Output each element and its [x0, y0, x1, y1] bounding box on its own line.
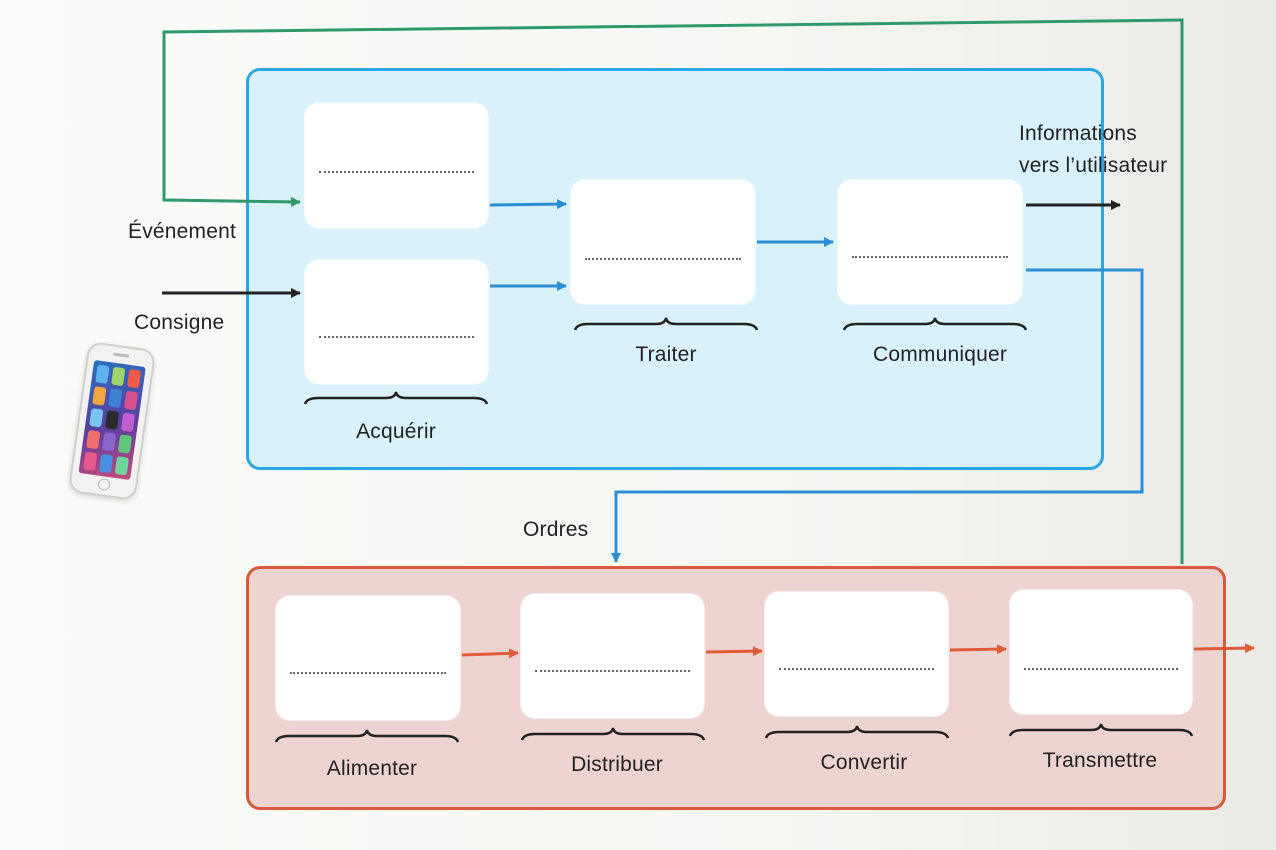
acquire-event-box[interactable] [305, 103, 488, 228]
supply-box[interactable] [276, 596, 460, 720]
communicate-box[interactable] [838, 180, 1022, 304]
answer-blank-line [779, 668, 934, 670]
app-tile [126, 368, 142, 389]
acquire-setpoint-box[interactable] [305, 260, 488, 384]
app-tile [101, 432, 117, 452]
distribute-label: Distribuer [571, 753, 663, 776]
distribute-to-convert-arrow [705, 646, 763, 657]
setpoint-input-label: Consigne [134, 311, 225, 334]
orders-label: Ordres [523, 518, 589, 541]
user-info-label-line2: vers l’utilisateur [1019, 154, 1168, 177]
transmit-box[interactable] [1010, 590, 1192, 714]
orders-line [611, 268, 1144, 563]
answer-blank-line [852, 256, 1008, 258]
app-tile [108, 388, 123, 408]
supply-label: Alimenter [326, 757, 418, 780]
app-tile [92, 386, 107, 406]
answer-blank-line [290, 672, 446, 674]
phone-screen [78, 359, 146, 481]
answer-blank-line [585, 258, 741, 260]
communicate-label: Communiquer [872, 343, 1008, 366]
transmit-brace [1008, 723, 1194, 737]
answer-blank-line [1024, 668, 1178, 670]
distribute-brace [520, 727, 706, 741]
supply-brace [274, 729, 460, 743]
app-tile [120, 412, 136, 432]
app-tile [95, 364, 110, 384]
supply-to-distribute-arrow [461, 648, 519, 659]
answer-blank-line [319, 171, 474, 173]
app-tile [86, 429, 101, 450]
app-tile [104, 410, 120, 430]
acquire-brace [303, 391, 489, 405]
app-tile [114, 456, 130, 476]
event-input-label: Événement [128, 220, 237, 243]
convert-box[interactable] [765, 592, 948, 716]
phone-home-button [97, 477, 111, 492]
convert-brace [764, 725, 950, 739]
answer-blank-line [535, 670, 690, 672]
feedback-loop-line [162, 18, 1184, 564]
convert-to-transmit-arrow [949, 644, 1007, 655]
transmit-output-arrow [1193, 643, 1255, 654]
phone-speaker [113, 352, 130, 358]
app-tile [89, 408, 104, 428]
transmit-label: Transmettre [1042, 749, 1158, 772]
app-tile [123, 390, 139, 411]
process-box[interactable] [571, 180, 755, 304]
acquire-label: Acquérir [356, 420, 436, 443]
convert-label: Convertir [820, 751, 908, 774]
process-brace [573, 317, 759, 331]
answer-blank-line [319, 336, 474, 338]
process-label: Traiter [635, 343, 697, 366]
app-tile [111, 366, 126, 387]
app-tile [117, 434, 133, 454]
app-tile [98, 453, 114, 474]
acquire-to-process-arrow-top [489, 199, 567, 210]
app-tile [82, 451, 98, 472]
user-info-label-line1: Informations [1019, 122, 1137, 145]
distribute-box[interactable] [521, 594, 704, 718]
communicate-brace [842, 317, 1028, 331]
